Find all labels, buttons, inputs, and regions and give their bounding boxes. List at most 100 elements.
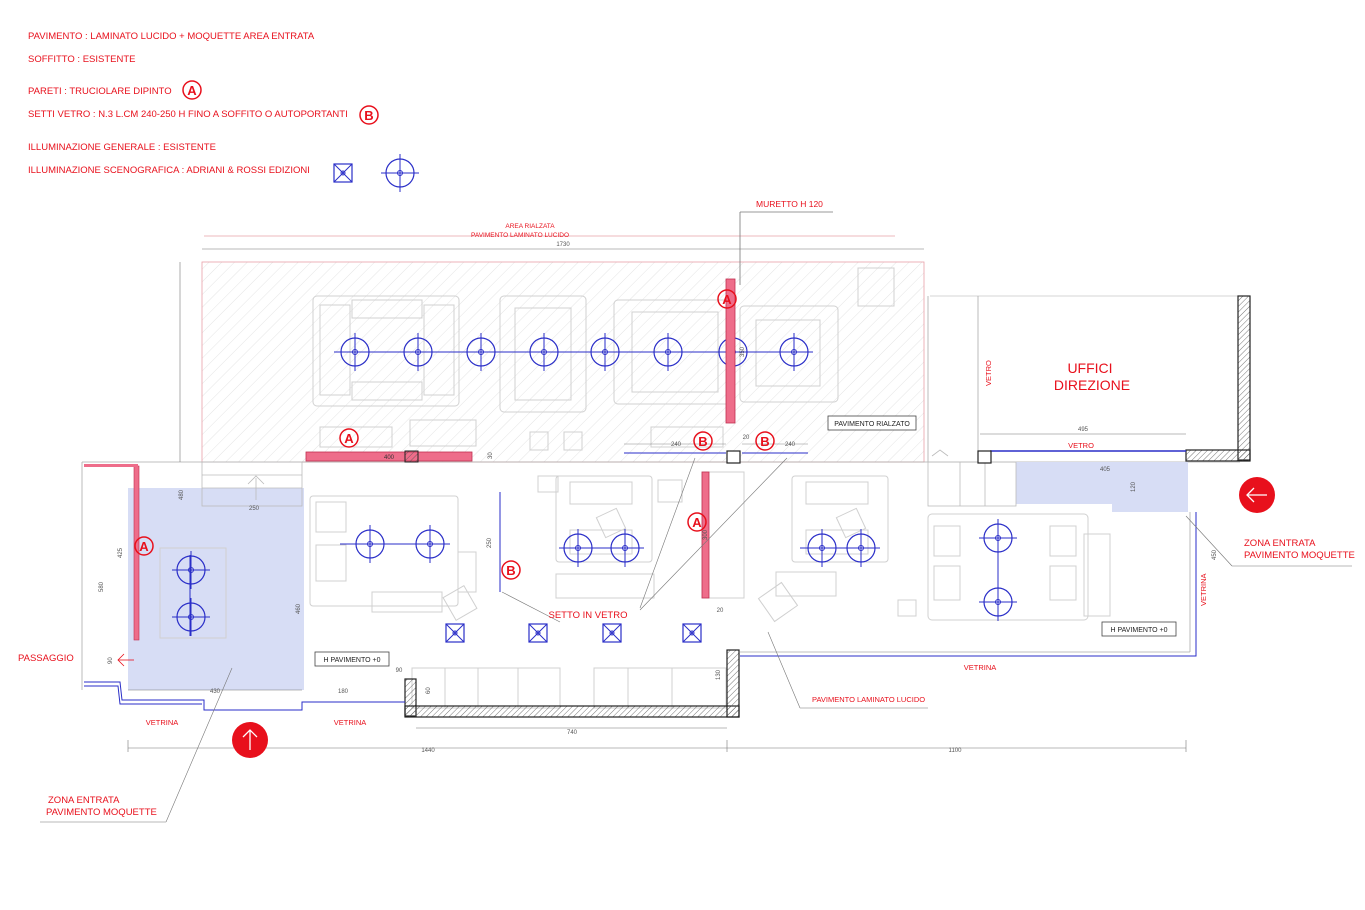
marker-a-muretto: A: [717, 289, 737, 309]
dim-1730: 1730: [556, 242, 570, 248]
entrance-arrow-left-icon: [1239, 477, 1275, 513]
dim-20-bottom: 20: [717, 608, 724, 614]
left-stairs: [201, 461, 303, 507]
dim-1100: 1100: [949, 748, 963, 754]
vetrina-right-label: VETRINA: [1199, 573, 1208, 606]
right-entrance-carpet-b: [1112, 462, 1188, 512]
dimension-lines: [127, 248, 1187, 752]
dim-400: 400: [384, 455, 395, 461]
shop-windows: [84, 512, 1197, 711]
legend-square-light-icon: [333, 163, 353, 183]
svg-text:B: B: [698, 434, 707, 449]
dim-20-top: 20: [743, 435, 750, 441]
floor-height-tag-left: [314, 651, 390, 667]
setto-in-vetro-label: SETTO IN VETRO: [548, 610, 627, 621]
left-entrance-furniture: [159, 547, 227, 639]
left-entrance-carpet: [128, 488, 304, 690]
laminate-floor-label: PAVIMENTO LAMINATO LUCIDO: [812, 695, 925, 704]
muretto-label: MURETTO H 120: [756, 199, 823, 209]
dim-495: 495: [1078, 427, 1089, 433]
svg-text:A: A: [722, 292, 732, 307]
floor-height-tag-right: [1101, 621, 1177, 637]
dim-240-right: 240: [785, 442, 796, 448]
left-entrance-label: ZONA ENTRATA: [48, 795, 120, 806]
marker-b-lower: B: [501, 560, 521, 580]
legend-soffitto: SOFFITTO : ESISTENTE: [28, 54, 136, 65]
raised-floor-tag: [827, 415, 917, 431]
dim-250-glass: 250: [487, 537, 493, 548]
offices-subtitle: DIREZIONE: [1054, 377, 1130, 393]
dim-120: 120: [1131, 481, 1137, 492]
dim-425: 425: [118, 547, 124, 558]
dim-250-stairs: 250: [249, 506, 260, 512]
vetro-horizontal-label: VETRO: [1068, 441, 1094, 450]
offices-area: [930, 295, 1251, 462]
front-wall-a: [305, 451, 473, 462]
left-entrance-spotlights: [171, 550, 211, 637]
legend-round-spotlight-icon: [380, 153, 420, 193]
column-right: [977, 450, 992, 464]
floor-height-left-label: H PAVIMENTO +0: [324, 657, 381, 664]
passage-arrow-icon: [117, 653, 134, 667]
dim-405: 405: [1100, 467, 1111, 473]
dim-430: 430: [210, 689, 221, 695]
raised-area-sublabel: PAVIMENTO LAMINATO LUCIDO: [471, 232, 569, 239]
dim-350: 350: [740, 346, 746, 357]
dim-300: 300: [703, 529, 709, 540]
passage-label: PASSAGGIO: [18, 653, 74, 664]
dim-740: 740: [567, 730, 578, 736]
bottom-wall: [404, 649, 740, 718]
raised-area-furniture: [312, 267, 895, 451]
legend-pavimento: PAVIMENTO : LAMINATO LUCIDO + MOQUETTE A…: [28, 31, 315, 42]
svg-text:A: A: [139, 539, 149, 554]
entrance-arrow-up-icon: [232, 722, 268, 758]
svg-text:A: A: [187, 83, 197, 98]
vetrina-label-3: VETRINA: [964, 663, 997, 672]
left-entrance-sublabel: PAVIMENTO MOQUETTE: [46, 807, 157, 818]
main-hall-square-lights: [445, 623, 702, 643]
marker-a-center: A: [687, 512, 707, 532]
dim-450: 450: [1212, 549, 1218, 560]
vetro-vertical-label: VETRO: [984, 360, 993, 386]
legend-setti-vetro: SETTI VETRO : N.3 L.CM 240-250 H FINO A …: [28, 109, 348, 120]
right-entrance-sublabel: PAVIMENTO MOQUETTE: [1244, 550, 1355, 561]
svg-text:B: B: [760, 434, 769, 449]
legend-marker-b: B: [359, 105, 379, 125]
offices-title: UFFICI: [1067, 360, 1112, 376]
right-entrance-label: ZONA ENTRATA: [1244, 538, 1316, 549]
dim-480: 480: [179, 489, 185, 500]
dim-90-counter: 90: [396, 668, 403, 674]
svg-text:A: A: [692, 515, 702, 530]
center-wall-a: [701, 471, 710, 599]
raised-area: [201, 261, 925, 463]
legend-illuminazione-generale: ILLUMINAZIONE GENERALE : ESISTENTE: [28, 142, 216, 153]
dim-30: 30: [488, 452, 494, 459]
dim-130: 130: [716, 669, 722, 680]
raised-floor-label: PAVIMENTO RIALZATO: [834, 421, 910, 428]
dim-1440: 1440: [421, 748, 435, 754]
dim-90-left: 90: [108, 657, 114, 664]
legend-illuminazione-scenografica: ILLUMINAZIONE SCENOGRAFICA : ADRIANI & R…: [28, 165, 310, 176]
legend-pareti: PARETI : TRUCIOLARE DIPINTO: [28, 86, 172, 97]
main-hall-spotlights: [340, 518, 1018, 622]
dim-460: 460: [296, 603, 302, 614]
dim-580: 580: [99, 581, 105, 592]
floor-height-right-label: H PAVIMENTO +0: [1111, 627, 1168, 634]
right-entrance-carpet-a: [1016, 462, 1112, 504]
vetrina-label-1: VETRINA: [146, 718, 179, 727]
right-stairs: [927, 449, 1017, 507]
low-wall-muretto: [725, 278, 736, 424]
marker-a-front: A: [339, 428, 359, 448]
svg-text:A: A: [344, 431, 354, 446]
svg-text:B: B: [364, 108, 373, 123]
main-hall-furniture: [309, 471, 1111, 709]
marker-b-right: B: [755, 431, 775, 451]
marker-a-left: A: [134, 536, 154, 556]
legend-marker-a: A: [182, 80, 202, 100]
dim-60: 60: [426, 687, 432, 694]
svg-text:B: B: [506, 563, 515, 578]
vetrina-label-2: VETRINA: [334, 718, 367, 727]
raised-area-label: AREA RIALZATA: [505, 223, 555, 230]
column-center: [726, 450, 741, 464]
